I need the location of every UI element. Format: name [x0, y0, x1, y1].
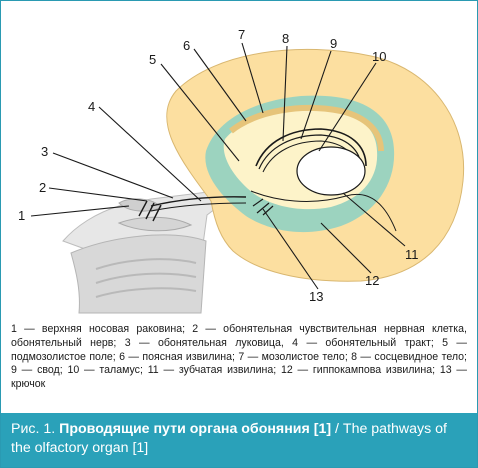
caption-prefix: Рис. 1. [11, 421, 60, 437]
label-10: 10 [372, 49, 386, 64]
label-11: 11 [405, 247, 419, 262]
label-12: 12 [365, 273, 379, 288]
olfactory-pathways-diagram: 1 2 3 4 5 6 7 8 9 10 11 12 13 [18, 27, 465, 314]
figure-caption: Рис. 1. Проводящие пути органа обоняния … [1, 413, 477, 467]
label-13: 13 [309, 289, 323, 304]
label-1: 1 [18, 208, 25, 223]
brain-hemisphere [138, 48, 465, 282]
label-2: 2 [39, 180, 46, 195]
label-9: 9 [330, 36, 337, 51]
caption-translation: / The pathways of the olfactory organ [1… [11, 421, 448, 456]
caption-title: Проводящие пути органа обоняния [1] [59, 421, 332, 437]
nasal-cavity-drawing [62, 190, 224, 314]
label-4: 4 [88, 99, 95, 114]
label-3: 3 [41, 144, 48, 159]
figure-legend: 1 — верхняя носовая раковина; 2 — обонят… [11, 323, 467, 391]
label-7: 7 [238, 27, 245, 42]
diagram-labels: 1 2 3 4 5 6 7 8 9 10 11 12 13 [18, 27, 419, 304]
label-8: 8 [282, 31, 289, 46]
leader-lines [30, 42, 406, 290]
label-5: 5 [149, 52, 156, 67]
label-6: 6 [183, 38, 190, 53]
